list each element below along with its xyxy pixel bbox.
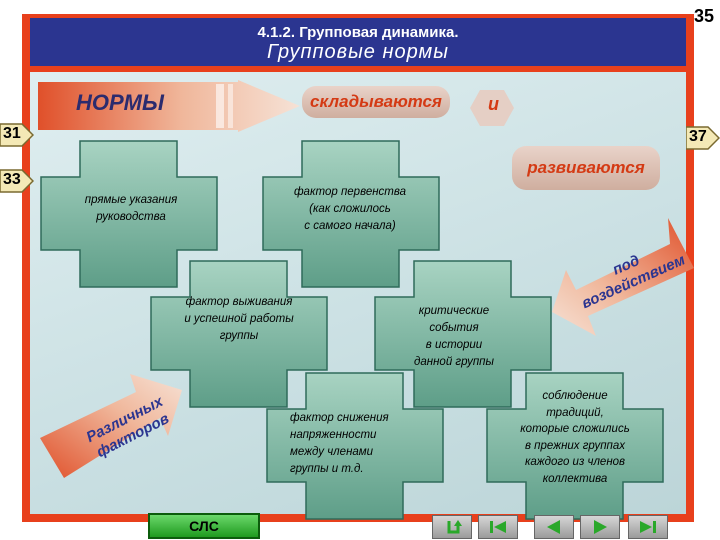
- next-slide-icon: [594, 520, 607, 534]
- cross-shape-icon: [262, 140, 440, 288]
- factor-text-5: фактор снижения напряженности между член…: [290, 412, 389, 475]
- factor-cross-6: [486, 372, 664, 525]
- slide-header: 4.1.2. Групповая динамика. Групповые нор…: [30, 18, 686, 66]
- previous-slide-button[interactable]: [534, 515, 574, 539]
- norms-arrow-icon: [38, 80, 300, 132]
- pill-form: складываются: [302, 86, 450, 118]
- slc-button[interactable]: СЛС: [148, 513, 260, 539]
- pill-develop: развиваются: [512, 146, 660, 190]
- factor-text-6: соблюдение традиций, которые сложились в…: [520, 390, 630, 485]
- page-title: 4.1.2. Групповая динамика.: [257, 24, 459, 41]
- factor-text-3: фактор выживания и успешной работы групп…: [184, 296, 294, 342]
- last-slide-icon: [640, 521, 656, 533]
- return-button[interactable]: [432, 515, 472, 539]
- factor-cross-4: [374, 260, 552, 413]
- last-slide-button[interactable]: [628, 515, 668, 539]
- first-slide-button[interactable]: [478, 515, 518, 539]
- cross-shape-icon: [266, 372, 444, 520]
- influence-arrow-icon: [552, 218, 694, 336]
- conjunction-label: и: [488, 94, 499, 114]
- cross-shape-icon: [150, 260, 328, 408]
- link-arrow-37[interactable]: 37: [685, 125, 720, 151]
- factor-cross-1: [40, 140, 218, 293]
- right-arrow-icon: [0, 169, 35, 193]
- factor-text-2: фактор первенства (как сложилось с самог…: [293, 186, 407, 232]
- first-slide-icon: [490, 521, 506, 533]
- factor-text-4: критические события в истории данной гру…: [414, 305, 494, 368]
- factor-text-1: прямые указания руководства: [84, 194, 178, 223]
- link-label: 31: [3, 125, 21, 142]
- factors-arrow-icon: [40, 374, 182, 478]
- factor-cross-2: [262, 140, 440, 293]
- cross-shape-icon: [486, 372, 664, 520]
- page-subtitle: Групповые нормы: [267, 41, 449, 63]
- factor-cross-3: [150, 260, 328, 413]
- slide-number: 35: [693, 6, 714, 26]
- factor-cross-5: [266, 372, 444, 525]
- hexagon-icon: [470, 90, 514, 126]
- previous-slide-icon: [547, 520, 560, 534]
- link-arrow-31[interactable]: 31: [0, 122, 35, 148]
- link-label: 33: [3, 171, 21, 188]
- norms-label: НОРМЫ: [76, 90, 164, 115]
- return-icon: [447, 520, 462, 534]
- cross-shape-icon: [374, 260, 552, 408]
- next-slide-button[interactable]: [580, 515, 620, 539]
- right-arrow-icon: [0, 123, 35, 147]
- cross-shape-icon: [40, 140, 218, 288]
- link-label: 37: [689, 128, 707, 145]
- right-arrow-icon: [685, 126, 720, 150]
- conjunction-shape: и: [470, 88, 514, 128]
- link-arrow-33[interactable]: 33: [0, 168, 35, 194]
